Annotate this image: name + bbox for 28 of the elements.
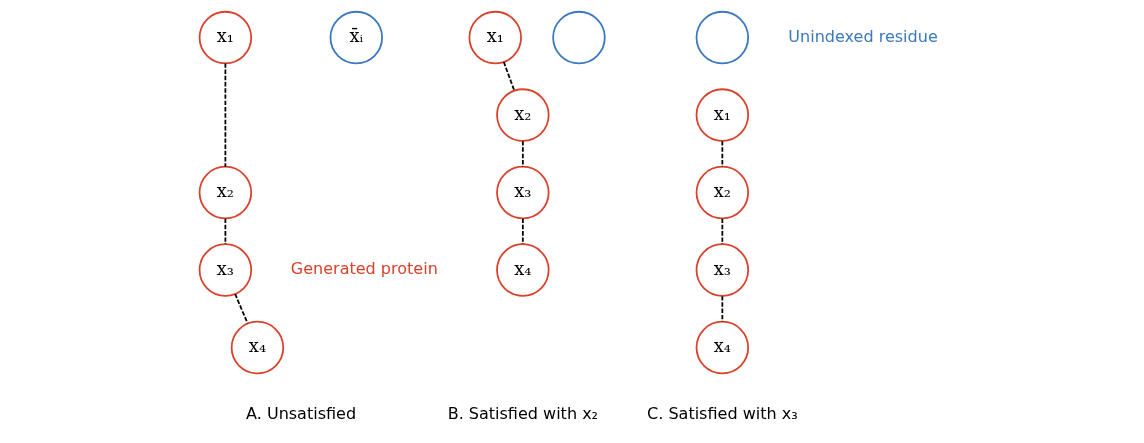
label: C. Satisfied with x₃ [646, 404, 798, 424]
connector [521, 140, 524, 168]
node-circle: x₂ [695, 165, 749, 220]
node-circle: x₃ [695, 243, 749, 297]
label: B. Satisfied with x₂ [447, 404, 598, 424]
connector [502, 61, 515, 92]
connector [224, 217, 226, 245]
node-circle: x₁ [198, 10, 252, 65]
connector [720, 295, 723, 323]
node-circle: x₄ [230, 320, 284, 375]
connector [224, 62, 226, 168]
connector [720, 140, 723, 168]
node-circle [551, 10, 606, 65]
node-circle [695, 10, 749, 65]
node-circle: x₁ [468, 10, 522, 65]
label: A. Unsatisfied [245, 404, 356, 424]
label: Generated protein [290, 258, 438, 278]
label: Unindexed residue [787, 26, 938, 46]
connector [720, 217, 723, 245]
node-circle: x₃ [495, 165, 550, 220]
connector [521, 217, 524, 245]
node-circle: x₄ [495, 243, 550, 297]
node-circle: x₂ [495, 88, 550, 142]
node-circle: x₁ [695, 88, 749, 142]
node-circle: x₃ [198, 243, 252, 297]
node-circle: x̄ᵢ [329, 10, 383, 65]
node-circle: x₂ [198, 165, 252, 220]
node-circle: x₄ [695, 320, 749, 375]
